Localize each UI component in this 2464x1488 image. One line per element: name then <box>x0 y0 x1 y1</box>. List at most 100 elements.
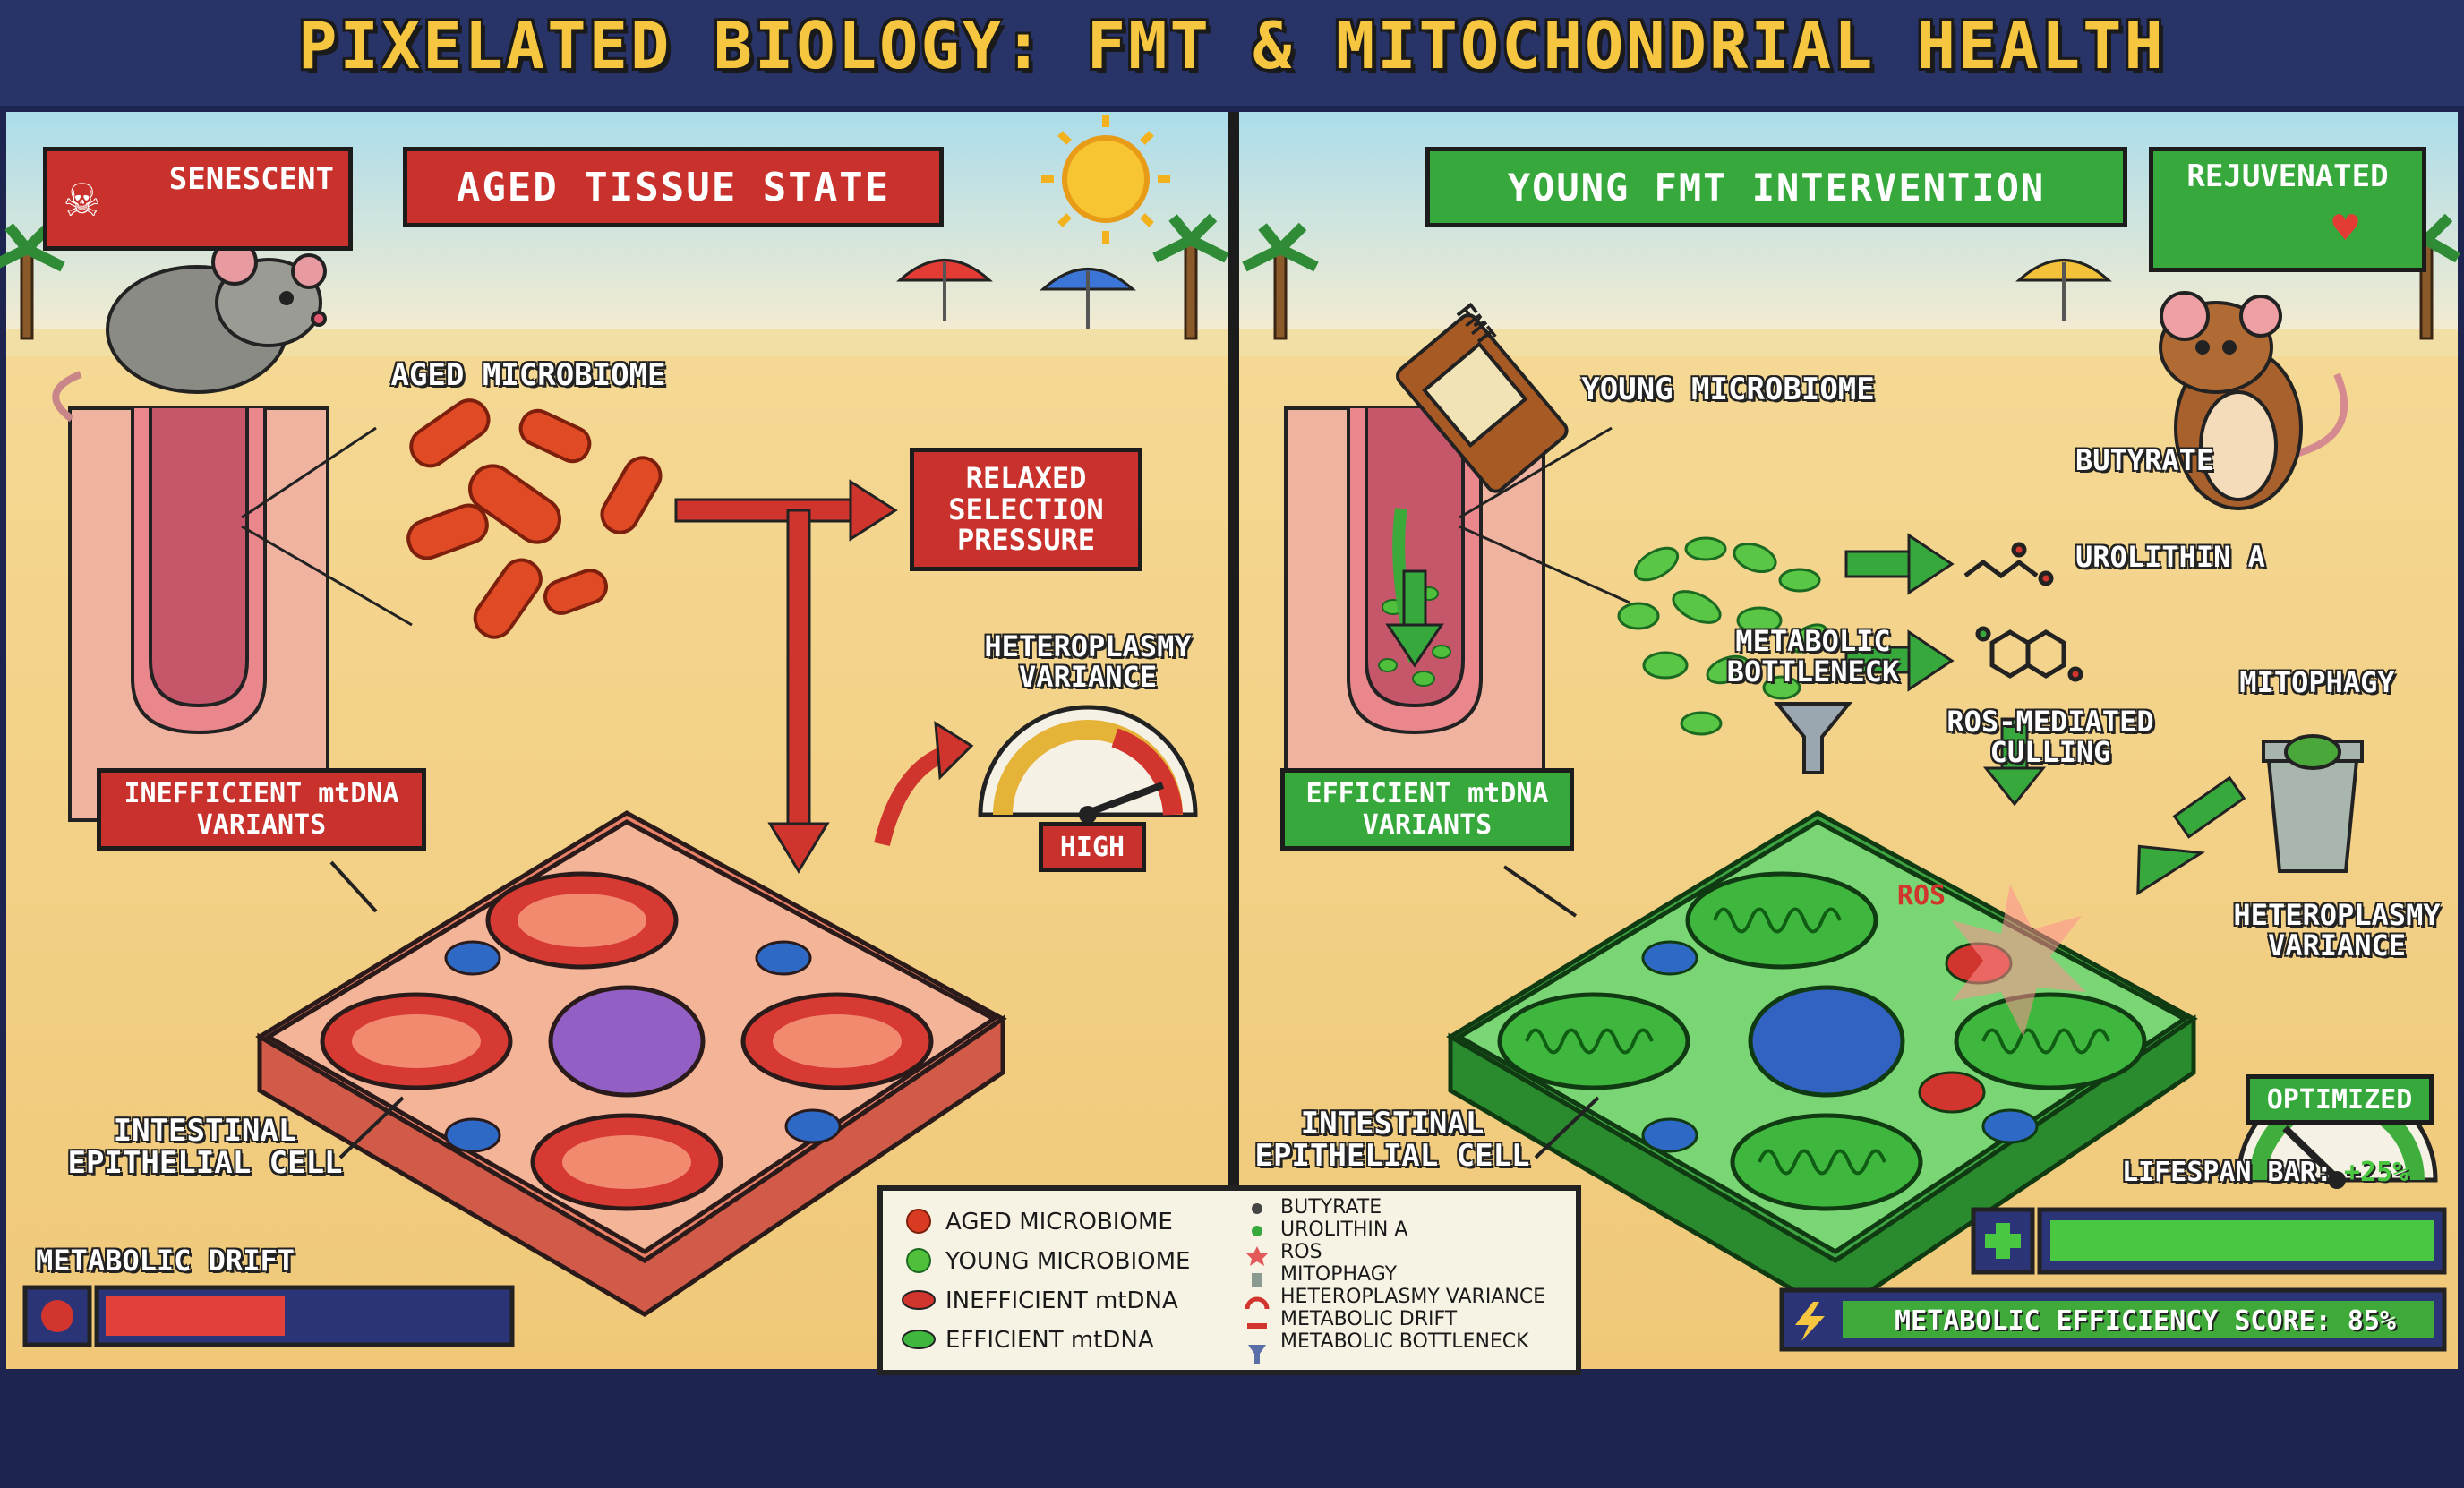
gauge-left-title: HETEROPLASMY VARIANCE <box>949 629 1227 694</box>
culling-label: ROS-MEDIATED CULLING <box>1925 705 2176 769</box>
relaxed-selection-pressure-box: RELAXED SELECTION PRESSURE <box>910 448 1142 571</box>
aged-tissue-banner: AGED TISSUE STATE <box>403 147 944 227</box>
right-cell-label-line-1: INTESTINAL <box>1300 1106 1484 1142</box>
inefficient-mtdna-line-2: VARIANTS <box>196 809 327 841</box>
lifespan-bar <box>1971 1207 2447 1275</box>
pressure-line-1: RELAXED <box>965 461 1087 496</box>
metabolic-drift-label: METABOLIC DRIFT <box>36 1244 295 1278</box>
palm-tree-icon <box>1242 222 1319 340</box>
heteroplasmy-gauge-high <box>978 705 1198 824</box>
efficiency-score-bar <box>1779 1287 2447 1352</box>
legend-left-swatches <box>902 1209 936 1349</box>
pour-arrow <box>1385 569 1444 668</box>
beach-umbrella-icon <box>1040 268 1136 329</box>
legend-mitophagy-icon <box>1252 1273 1262 1287</box>
pressure-line-2: SELECTION <box>948 492 1104 526</box>
rejuvenated-badge-label: REJUVENATED <box>2186 158 2389 194</box>
inefficient-mtdna-line-1: INEFFICIENT mtDNA <box>124 778 399 809</box>
efficiency-score-label: METABOLIC EFFICIENCY SCORE: 85% <box>1895 1305 2396 1337</box>
young-fmt-banner: YOUNG FMT INTERVENTION <box>1425 147 2127 227</box>
left-cell-label-line-2: EPITHELIAL CELL <box>67 1144 343 1181</box>
senescent-mouse-icon <box>52 239 327 423</box>
legend-ros: ROS <box>1280 1241 1322 1263</box>
efficient-mtdna-line-2: VARIANTS <box>1362 809 1493 841</box>
gauge-right-title-line-2: VARIANCE <box>2267 928 2407 962</box>
legend-urolithin-a: UROLITHIN A <box>1280 1219 1408 1241</box>
palm-tree-icon <box>0 222 65 340</box>
young-microbiome-cluster <box>1617 536 1828 736</box>
gauge-right-value: OPTIMIZED <box>2246 1074 2434 1125</box>
skull-icon: ☠ <box>65 164 99 229</box>
sun-icon <box>1041 115 1170 244</box>
fmt-bottle-icon <box>1392 313 1569 663</box>
legend-young-microbiome-icon <box>906 1248 931 1273</box>
ros-label: ROS <box>1896 880 1946 911</box>
rejuvenated-badge: REJUVENATED ♥ <box>2149 147 2426 272</box>
gauge-right-title-line-1: HETEROPLASMY <box>2233 898 2441 932</box>
inefficient-mtdna-label: INEFFICIENT mtDNA VARIANTS <box>97 768 426 851</box>
legend-drift-icon <box>1247 1323 1267 1329</box>
legend-ros-icon <box>1246 1246 1268 1266</box>
young-microbiome-label: YOUNG MICROBIOME <box>1581 372 1875 407</box>
lifespan-label: LIFESPAN BAR: <box>2122 1157 2332 1188</box>
funnel-icon <box>1773 702 1853 774</box>
legend-heteroplasmy-variance: HETEROPLASMY VARIANCE <box>1280 1286 1546 1308</box>
gauge-left-value: HIGH <box>1039 822 1146 872</box>
infographic: PIXELATED BIOLOGY: FMT & MITOCHONDRIAL H… <box>0 0 2464 1375</box>
metabolic-drift-bar <box>22 1285 515 1347</box>
legend-inefficient-mtdna-icon <box>902 1290 936 1310</box>
palm-tree-icon <box>1152 213 1229 340</box>
mitophagy-trash-can-icon <box>2262 734 2364 873</box>
butyrate-label: BUTYRATE <box>2075 443 2214 477</box>
rejuvenated-mouse-icon <box>2159 291 2348 510</box>
legend-aged-microbiome-icon <box>906 1209 931 1234</box>
legend-aged-microbiome: AGED MICROBIOME <box>945 1209 1173 1236</box>
legend-inefficient-mtdna: INEFFICIENT mtDNA <box>945 1287 1178 1314</box>
pressure-line-3: PRESSURE <box>956 523 1096 558</box>
culling-line-1: ROS-MEDIATED <box>1946 705 2154 739</box>
bottleneck-line-2: BOTTLENECK <box>1726 654 1900 688</box>
aged-microbiome-cluster <box>406 398 663 639</box>
lifespan-value: +25% <box>2344 1157 2409 1188</box>
gauge-right-title: HETEROPLASMY VARIANCE <box>2203 898 2464 962</box>
bottleneck-label: METABOLIC BOTTLENECK <box>1701 624 1925 688</box>
left-cell-label: INTESTINAL EPITHELIAL CELL <box>57 1115 353 1181</box>
gauge-left-title-line-1: HETEROPLASMY <box>984 629 1192 663</box>
ros-burst-icon <box>1952 885 2086 1037</box>
beach-umbrella-icon <box>896 259 993 321</box>
legend-metabolic-bottleneck: METABOLIC BOTTLENECK <box>1280 1330 1529 1353</box>
bottleneck-line-1: METABOLIC <box>1735 624 1891 658</box>
panels <box>0 106 2464 1375</box>
aged-epithelial-cell <box>255 810 1007 1317</box>
gauge-left-title-line-2: VARIANCE <box>1018 659 1158 694</box>
senescent-badge: ☠ SENESCENT <box>43 147 353 251</box>
right-cell-label-line-2: EPITHELIAL CELL <box>1254 1137 1530 1174</box>
legend-butyrate-icon <box>1252 1203 1262 1214</box>
legend-heteroplasmy-icon <box>1245 1296 1270 1310</box>
legend-right-swatches <box>1245 1203 1270 1364</box>
mitophagy-label: MITOPHAGY <box>2239 665 2395 699</box>
heart-icon: ♥ <box>2332 203 2358 253</box>
page-title: PIXELATED BIOLOGY: FMT & MITOCHONDRIAL H… <box>298 8 2166 83</box>
aged-microbiome-label: AGED MICROBIOME <box>390 357 666 393</box>
legend-butyrate: BUTYRATE <box>1280 1196 1382 1219</box>
aged-intestinal-crypt <box>68 406 329 822</box>
legend-metabolic-drift: METABOLIC DRIFT <box>1280 1308 1458 1330</box>
urolithin-a-molecule-icon <box>1975 626 2083 682</box>
legend-efficient-mtdna: EFFICIENT mtDNA <box>945 1327 1154 1354</box>
culling-line-2: CULLING <box>1989 734 2111 769</box>
butyrate-molecule-icon <box>1964 542 2054 586</box>
legend-urolithin-icon <box>1252 1226 1262 1236</box>
right-cell-label: INTESTINAL EPITHELIAL CELL <box>1245 1106 1540 1174</box>
senescent-badge-label: SENESCENT <box>168 161 334 197</box>
legend-young-microbiome: YOUNG MICROBIOME <box>945 1248 1191 1275</box>
efficient-mtdna-label: EFFICIENT mtDNA VARIANTS <box>1280 768 1574 851</box>
metabolite-arrows <box>1844 533 2246 896</box>
efficient-mitochondrion <box>1497 871 2147 1211</box>
legend: AGED MICROBIOME YOUNG MICROBIOME INEFFIC… <box>877 1185 1581 1375</box>
beach-umbrella-icon <box>2015 259 2112 321</box>
legend-efficient-mtdna-icon <box>902 1330 936 1349</box>
efficient-mtdna-line-1: EFFICIENT mtDNA <box>1305 778 1549 809</box>
urolithin-a-label: UROLITHIN A <box>2075 540 2265 574</box>
relaxed-pressure-arrows <box>674 479 974 874</box>
